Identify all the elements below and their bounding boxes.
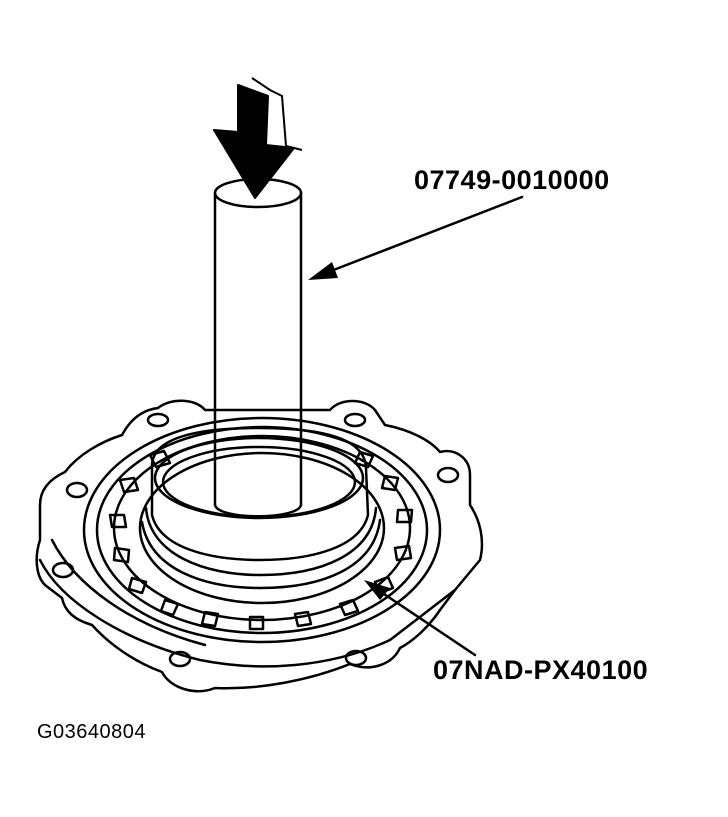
bearing-rollers [108,449,414,631]
driver-handle [213,177,303,518]
leader-arrowhead-attachment [364,580,390,600]
leader-arrowhead-driver [308,262,338,280]
bolt-hole [343,412,367,428]
bolt-hole [344,649,368,667]
leader-line-attachment [370,584,477,657]
leader-line-driver [316,195,524,278]
bolt-hole [168,650,192,668]
flange-step-line [38,558,457,668]
bearing-outer-ring [82,416,442,644]
figure-id: G03640804 [37,721,147,743]
flange-housing [35,399,484,693]
roller-cage-inner [138,451,386,605]
press-down-arrow-icon [213,77,303,199]
driver-handle-part-number: 07749-0010000 [414,165,610,195]
bolt-hole [51,561,75,579]
bolt-hole [436,466,460,484]
attachment-part-number: 07NAD-PX40100 [433,655,649,685]
flange-step-line-2 [50,538,207,647]
bolt-hole [146,412,170,428]
bolt-hole [65,481,89,499]
attachment-tool [140,426,382,590]
